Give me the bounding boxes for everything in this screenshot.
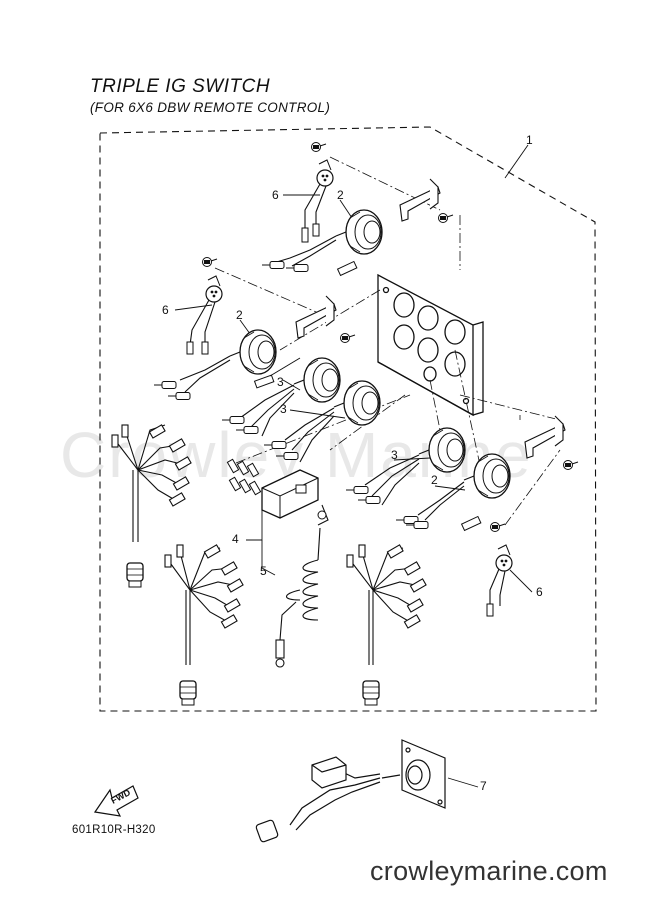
assembly-guide-lines xyxy=(214,156,561,526)
callout-2-right: 2 xyxy=(431,473,438,487)
callout-2-left: 2 xyxy=(236,308,243,322)
callout-3-center-b: 3 xyxy=(280,402,287,416)
harness-right-connector xyxy=(362,680,380,706)
callout-3-center-a: 3 xyxy=(277,375,284,389)
callout-6-right: 6 xyxy=(536,585,543,599)
diagram-title: TRIPLE IG SWITCH xyxy=(90,76,271,97)
callout-3-right: 3 xyxy=(391,448,398,462)
harness-middle xyxy=(164,544,244,665)
sensor-left xyxy=(186,257,223,355)
meter-center-1 xyxy=(221,357,341,437)
meter-top xyxy=(261,209,383,277)
harness-middle-connector xyxy=(179,680,197,706)
meter-center-2 xyxy=(263,380,381,463)
meter-right-1 xyxy=(345,427,466,506)
callout-6-left: 6 xyxy=(162,303,169,317)
sensor-top xyxy=(301,142,334,243)
callout-2-top: 2 xyxy=(337,188,344,202)
callout-4: 4 xyxy=(232,532,239,546)
meter-left xyxy=(153,329,301,400)
assembly-boundary xyxy=(99,126,597,712)
callout-6-top: 6 xyxy=(272,188,279,202)
harness-right xyxy=(346,544,427,665)
fwd-arrow-icon: FWD xyxy=(93,785,139,817)
main-switch-body xyxy=(226,458,329,526)
part-7-extension-switch xyxy=(255,739,446,843)
bracket-top xyxy=(399,178,441,222)
website-link[interactable]: crowleymarine.com xyxy=(370,856,608,886)
harness-left-connector xyxy=(126,562,144,588)
callout-7: 7 xyxy=(480,779,487,793)
part-code: 601R10R-H320 xyxy=(72,824,156,836)
diagram-subtitle: (FOR 6X6 DBW REMOTE CONTROL) xyxy=(90,100,331,115)
bracket-left xyxy=(295,295,337,339)
harness-left xyxy=(111,424,192,542)
sensor-right xyxy=(486,522,513,617)
lanyard-coil xyxy=(275,527,321,668)
switch-panel-plate xyxy=(377,273,484,417)
callout-5: 5 xyxy=(260,564,267,578)
meter-right-2 xyxy=(395,453,511,532)
callout-1: 1 xyxy=(526,133,533,147)
